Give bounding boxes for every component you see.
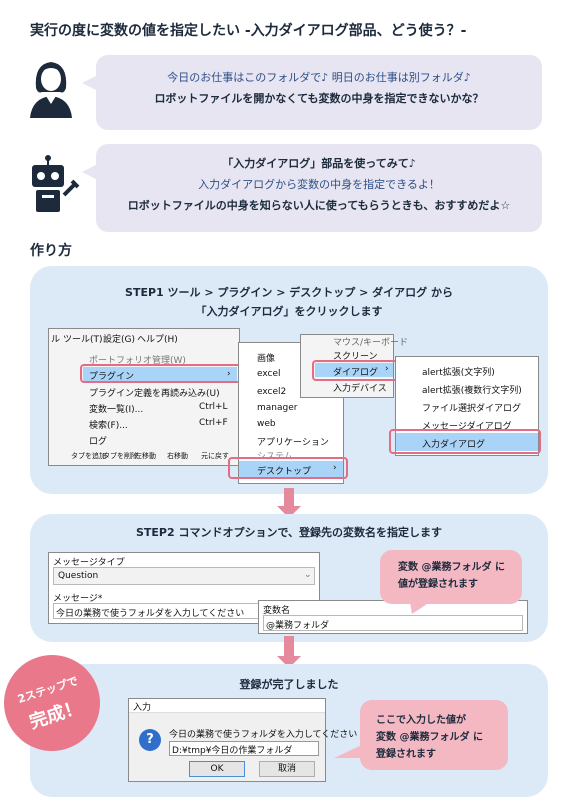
msg-type-select[interactable]: Question ⌄: [53, 567, 315, 585]
toolbar-move-right[interactable]: 右移動: [167, 452, 188, 460]
dialog-alert-multiline[interactable]: alert拡張(複数行文字列): [422, 386, 522, 396]
tool-menu-plugin[interactable]: プラグイン: [89, 372, 135, 382]
chevron-down-icon: ⌄: [304, 570, 312, 580]
done-title: 登録が完了しました: [239, 678, 339, 691]
cancel-button[interactable]: 取消: [259, 761, 315, 777]
step2-bubble-tail: [410, 602, 430, 614]
plugin-image[interactable]: 画像: [257, 354, 276, 364]
msg-type-value: Question: [58, 571, 99, 581]
plugin-excel2[interactable]: excel2: [257, 387, 287, 397]
menu-help[interactable]: ヘルプ(H): [137, 335, 178, 345]
arrow-step2-to-done-stem: [284, 636, 294, 656]
question-bubble: 今日のお仕事はこのフォルダで♪ 明日のお仕事は別フォルダ♪ ロボットファイルを開…: [82, 55, 542, 130]
tool-menu-search[interactable]: 検索(F)...: [89, 421, 128, 431]
input-dialog-titlebar: 入力: [129, 699, 325, 713]
step2-bubble-line1: 変数 @業務フォルダ に: [398, 562, 505, 573]
input-dialog-window: 入力 ? 今日の業務で使うフォルダを入力してください D:¥tmp¥今日の作業フ…: [128, 698, 357, 782]
done-bubble-line2: 変数 @業務フォルダ に: [376, 732, 483, 743]
plugin-highlight-box: [80, 364, 242, 383]
done-bubble: ここで入力した値が 変数 @業務フォルダ に 登録されます: [360, 700, 508, 770]
bubble2-line3: ロボットファイルの中身を知らない人に使ってもらうときも、おすすめだよ☆: [127, 199, 511, 212]
variable-name-field[interactable]: @業務フォルダ: [263, 615, 523, 631]
step2-bubble-line2: 値が登録されます: [398, 579, 478, 590]
toolbar-undo[interactable]: 元に戻す: [201, 452, 229, 460]
input-dialog-prompt: 今日の業務で使うフォルダを入力してください: [169, 730, 358, 740]
menubar: ル ツール(T) 設定(G) ヘルプ(H): [51, 332, 237, 346]
tool-menu-reload[interactable]: プラグイン定義を再読み込み(U): [89, 389, 220, 399]
menu-file[interactable]: ル: [51, 335, 61, 345]
bubble1-line1: 今日のお仕事はこのフォルダで♪ 明日のお仕事は別フォルダ♪: [167, 71, 471, 84]
dialog-alert-string[interactable]: alert拡張(文字列): [422, 368, 495, 378]
plugin-web[interactable]: web: [257, 419, 276, 429]
step2-bubble: 変数 @業務フォルダ に 値が登録されます: [380, 550, 522, 604]
input-dialog-highlight-box: [389, 429, 541, 454]
toolbar: タブを追加 タブを削除 左移動 右移動 元に戻す: [51, 449, 239, 465]
dialog-submenu: alert拡張(文字列) alert拡張(複数行文字列) ファイル選択ダイアログ…: [395, 356, 539, 456]
tool-menu-log[interactable]: ログ: [89, 437, 108, 447]
dialog-arrow-icon: ›: [385, 364, 389, 374]
input-dialog-title: 入力: [133, 703, 152, 713]
menu-settings[interactable]: 設定(G): [103, 335, 135, 345]
step2-title: STEP2 コマンドオプションで、登録先の変数名を指定します: [135, 526, 443, 539]
bubble2-line2: 入力ダイアログから変数の中身を指定できるよ！: [198, 178, 440, 191]
arrow-step1-to-step2-stem: [284, 488, 294, 506]
plugin-application[interactable]: アプリケーション: [257, 438, 329, 448]
desktop-arrow-icon: ›: [333, 463, 337, 473]
menu-tool[interactable]: ツール(T): [63, 335, 103, 345]
desktop-submenu: マウス/キーボード スクリーン ダイアログ › 入力デバイス: [300, 334, 408, 398]
bubble2-line1: 「入力ダイアログ」部品を使ってみて♪: [222, 157, 416, 170]
question-icon: ?: [139, 729, 161, 751]
desktop-highlight-box: [228, 457, 348, 479]
dialog-file-select[interactable]: ファイル選択ダイアログ: [422, 404, 522, 414]
toolbar-move-left[interactable]: 左移動: [135, 452, 156, 460]
tool-menu-plugin-highlight: [83, 367, 237, 382]
shortcut-variables: Ctrl+L: [199, 402, 228, 412]
message-label: メッセージ*: [53, 594, 103, 604]
ok-button-label: OK: [210, 764, 224, 774]
done-bubble-line3: 登録されます: [376, 749, 436, 760]
plugin-desktop-highlight: [239, 461, 343, 477]
step1-title-line1: STEP1 ツール > プラグイン > デスクトップ > ダイアログ から: [125, 286, 453, 299]
page-title: 実行の度に変数の値を指定したい -入力ダイアログ部品、どう使う？-: [30, 23, 467, 39]
desktop-mouse-keyboard[interactable]: マウス/キーボード: [333, 338, 409, 348]
tool-menu-variables[interactable]: 変数一覧(I)...: [89, 405, 144, 415]
woman-avatar-icon: [30, 62, 72, 118]
done-bubble-line1: ここで入力した値が: [376, 715, 466, 726]
desktop-screen[interactable]: スクリーン: [333, 352, 378, 362]
step1-title-line2: 「入力ダイアログ」をクリックします: [195, 305, 383, 318]
plugin-manager[interactable]: manager: [257, 403, 298, 413]
howto-heading: 作り方: [30, 243, 72, 259]
dialog-input[interactable]: 入力ダイアログ: [422, 440, 486, 450]
shortcut-search: Ctrl+F: [199, 418, 228, 428]
dialog-highlight-box: [312, 360, 398, 381]
tool-menu-portfolio[interactable]: ポートフォリオ管理(W): [89, 356, 186, 366]
ok-button[interactable]: OK: [189, 761, 245, 777]
toolbar-remove-tab[interactable]: タブを削除: [103, 452, 138, 460]
bubble1-line2: ロボットファイルを開かなくても変数の中身を指定できないかな？: [154, 92, 484, 105]
variable-name-window: 変数名 @業務フォルダ: [258, 600, 528, 634]
dialog-message[interactable]: メッセージダイアログ: [422, 422, 512, 432]
done-bubble-tail: [334, 744, 364, 758]
plugin-excel[interactable]: excel: [257, 369, 281, 379]
input-dialog-value: D:¥tmp¥今日の作業フォルダ: [172, 746, 293, 756]
input-dialog-highlight: [396, 433, 538, 451]
msg-type-label: メッセージタイプ: [53, 558, 125, 568]
desktop-input-device[interactable]: 入力デバイス: [333, 384, 387, 394]
cancel-button-label: 取消: [277, 764, 296, 774]
message-value: 今日の業務で使うフォルダを入力してください: [56, 609, 245, 619]
answer-bubble: 「入力ダイアログ」部品を使ってみて♪ 入力ダイアログから変数の中身を指定できるよ…: [82, 144, 542, 232]
toolbar-add-tab[interactable]: タブを追加: [71, 452, 106, 460]
tool-menu-window: ル ツール(T) 設定(G) ヘルプ(H) ポートフォリオ管理(W) プラグイン…: [48, 328, 240, 466]
desktop-dialog-highlight: [315, 363, 393, 377]
variable-name-value: @業務フォルダ: [266, 621, 330, 631]
desktop-dialog[interactable]: ダイアログ: [333, 368, 379, 378]
robot-avatar-icon: [32, 155, 80, 212]
plugin-desktop[interactable]: デスクトップ: [257, 467, 312, 477]
variable-name-label: 変数名: [263, 606, 291, 616]
submenu-arrow-icon: ›: [227, 369, 231, 379]
command-options-window: メッセージタイプ Question ⌄ メッセージ* 今日の業務で使うフォルダを…: [48, 552, 320, 624]
input-dialog-field[interactable]: D:¥tmp¥今日の作業フォルダ: [169, 741, 319, 756]
